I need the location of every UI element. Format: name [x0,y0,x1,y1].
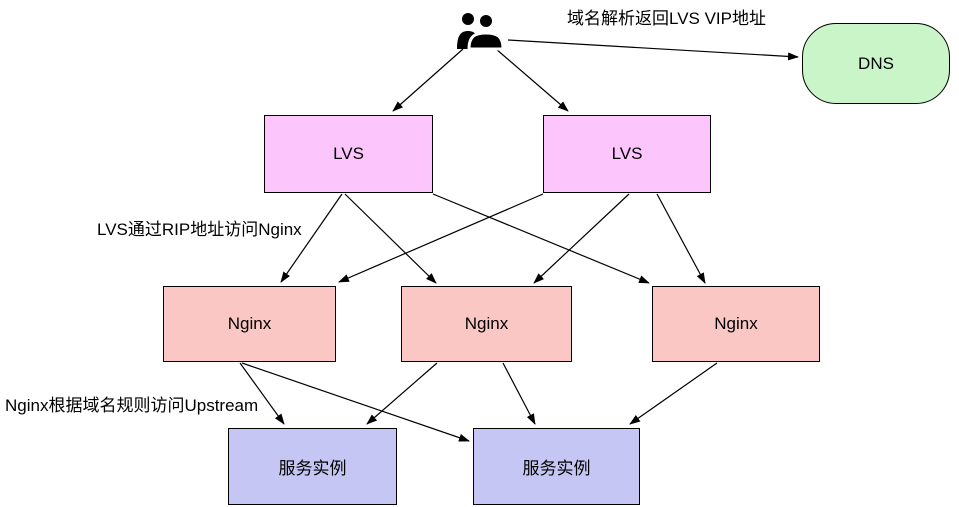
edge-nginx1-service2 [241,362,470,442]
nginx-node-3: Nginx [652,286,820,362]
dns-flow-label: 域名解析返回LVS VIP地址 [567,9,766,28]
service-instance-node-2: 服务实例 [473,428,640,505]
nginx-node-1-label: Nginx [227,314,272,333]
edge-nginx2-service2 [502,362,536,425]
edge-users-dns [507,39,799,61]
edge-lvs2-nginx1 [338,193,544,283]
edge-lvs1-nginx3 [432,193,650,284]
lvs-node-2: LVS [543,115,711,193]
edge-users-lvs2 [495,48,569,112]
nginx-node-2-label: Nginx [464,314,509,333]
edge-nginx1-service1 [239,362,285,425]
edge-lvs2-nginx2 [533,193,630,284]
lvs-node-1: LVS [264,115,433,193]
edge-lvs2-nginx3 [656,193,706,284]
service-instance-node-1-label: 服务实例 [278,459,347,478]
rip-flow-label: LVS通过RIP地址访问Nginx [97,220,302,239]
lvs-node-2-label: LVS [611,144,643,163]
upstream-flow-label: Nginx根据域名规则访问Upstream [5,396,259,415]
edge-lvs1-nginx2 [344,193,437,284]
service-instance-node-2-label: 服务实例 [522,459,591,478]
nginx-node-3-label: Nginx [714,314,758,333]
nginx-node-1: Nginx [163,286,336,362]
dns-node-label: DNS [858,53,894,73]
lvs-node-1-label: LVS [333,144,364,163]
users-icon [457,12,504,51]
service-instance-node-1: 服务实例 [228,428,397,505]
edge-nginx3-service2 [629,362,718,425]
edge-users-lvs1 [392,48,464,112]
dns-node: DNS [802,23,950,104]
edge-nginx2-service1 [366,362,438,425]
edge-lvs1-nginx1 [280,193,343,283]
nginx-node-2: Nginx [401,286,572,362]
